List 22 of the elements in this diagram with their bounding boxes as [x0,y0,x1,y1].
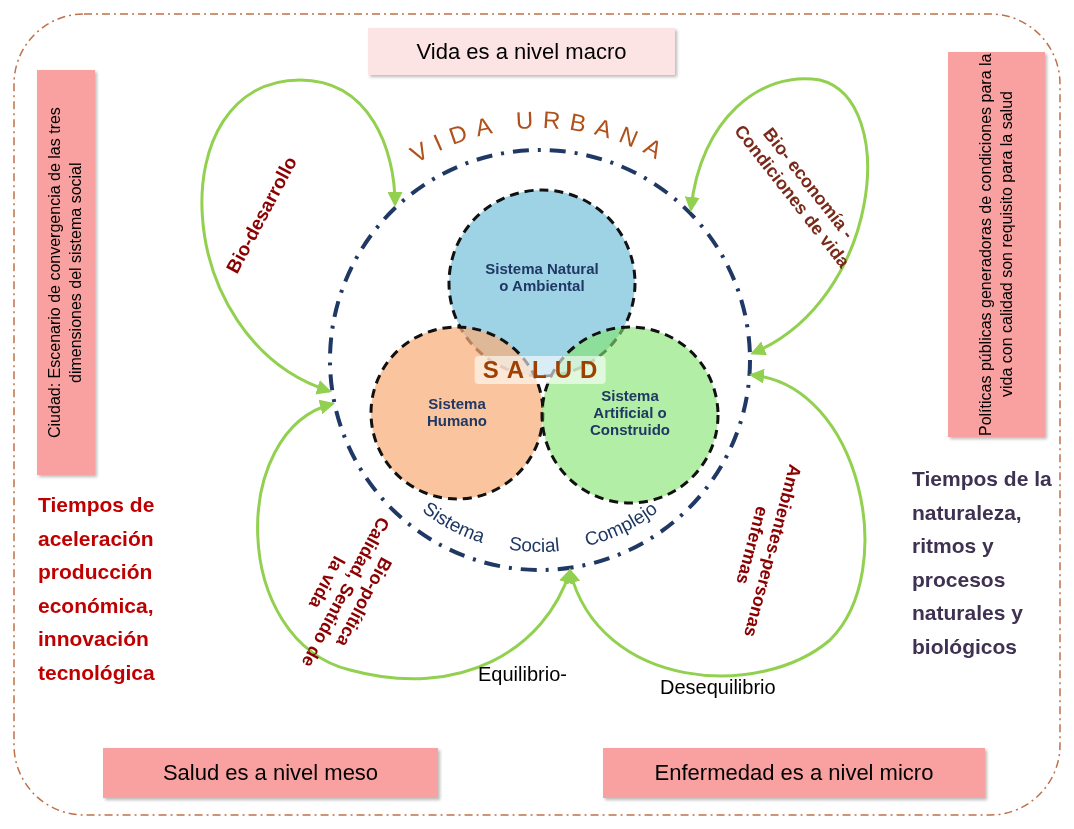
circle-text: Sistema Humano [426,395,488,429]
box-text: Políticas públicas generadoras de condiciones para la vida con calidad son requisito para la salud [975,52,1016,437]
text-box [103,748,438,798]
axis-text: Equilibrio- [478,663,567,686]
box-text: Enfermedad es a nivel micro [654,760,934,786]
curved-arrow [685,77,869,355]
circle-text: Sistema Artificial o Construido [589,387,671,438]
box-text: Ciudad: Escenario de convergencia de las tres dimensiones del sistema social [45,106,85,440]
box-text: Vida es a nivel macro [416,38,627,65]
box-text: Salud es a nivel meso [162,760,379,786]
curved-arrow [200,78,403,393]
text-box [603,748,985,798]
title-box [368,28,675,75]
note-text: Tiempos de aceleración producción económica, innovación tecnológica [38,492,156,686]
text-box [948,52,1045,437]
note-text: Tiempos de la naturaleza, ritmos y procesos naturales y biológicos [912,466,1053,660]
text-box [37,70,95,475]
curved-arrow [567,370,867,678]
circle-text: Sistema Natural o Ambiental [484,260,600,294]
venn-letters: SALUD [474,356,606,384]
curved-arrow [256,401,573,680]
axis-text: Desequilibrio [660,676,776,699]
